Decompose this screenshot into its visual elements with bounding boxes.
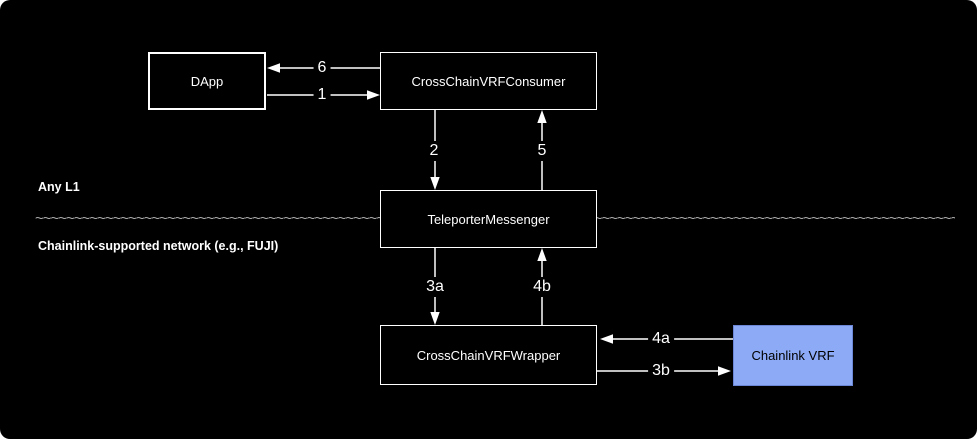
node-crosschainvrfconsumer: CrossChainVRFConsumer: [380, 52, 597, 110]
edge-5-label: 5: [533, 141, 551, 161]
edge-4a-label: 4a: [648, 329, 674, 349]
node-crosschainvrfwrapper-label: CrossChainVRFWrapper: [416, 347, 561, 363]
region-label-any-l1: Any L1: [38, 180, 80, 194]
edge-3a-label: 3a: [422, 277, 448, 297]
edge-4b-arrowhead: [537, 248, 547, 261]
region-label-chainlink-network: Chainlink-supported network (e.g., FUJI): [38, 239, 279, 253]
edge-2-arrowhead: [430, 177, 440, 190]
edge-1-arrowhead: [367, 90, 380, 100]
node-dapp: DApp: [148, 52, 266, 110]
edge-5-arrowhead: [537, 110, 547, 123]
node-chainlink-vrf: Chainlink VRF: [733, 325, 853, 386]
edge-6-label: 6: [313, 58, 331, 78]
edge-3b-label: 3b: [648, 361, 674, 381]
edge-1-label: 1: [313, 85, 331, 105]
node-dapp-label: DApp: [190, 73, 224, 89]
node-teleportermessenger-label: TeleporterMessenger: [427, 211, 550, 227]
edge-3a-arrowhead: [430, 312, 440, 325]
node-crosschainvrfconsumer-label: CrossChainVRFConsumer: [411, 73, 566, 89]
node-crosschainvrfwrapper: CrossChainVRFWrapper: [380, 325, 597, 385]
edge-4a-arrowhead: [600, 334, 613, 344]
node-teleportermessenger: TeleporterMessenger: [380, 190, 597, 248]
edge-6-arrowhead: [267, 63, 280, 73]
node-chainlink-vrf-label: Chainlink VRF: [751, 348, 835, 363]
edge-3b-arrowhead: [718, 366, 731, 376]
edge-4b-label: 4b: [529, 277, 555, 297]
edge-2-label: 2: [425, 141, 443, 161]
